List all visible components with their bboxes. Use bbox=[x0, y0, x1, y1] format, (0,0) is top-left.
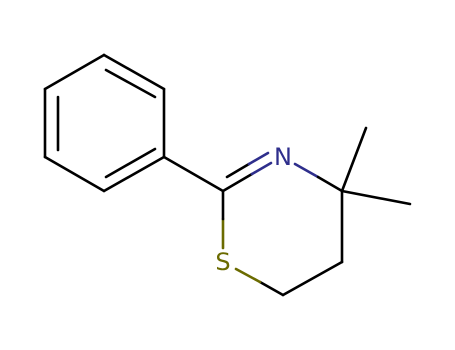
atom-label-sulfur: S bbox=[215, 248, 230, 276]
bond-c6-s-black bbox=[258, 280, 285, 297]
bond-c1-c2-inner bbox=[104, 68, 157, 99]
bond-n-c4-blue bbox=[293, 162, 320, 179]
bond-c3-c4 bbox=[102, 155, 166, 193]
double-bond-c2-n bbox=[221, 151, 273, 193]
bond-c4-methyl-2 bbox=[340, 189, 412, 206]
bond-c1-c2 bbox=[102, 53, 166, 91]
bond-c6-c1 bbox=[43, 53, 106, 91]
bond-c4-c5 bbox=[43, 155, 106, 193]
bond-c4-methyl-1 bbox=[340, 126, 368, 193]
bond-c2-n-inner-blue bbox=[247, 151, 270, 166]
bond-c5-c6-ring bbox=[281, 260, 344, 297]
atom-label-nitrogen: N bbox=[274, 143, 292, 171]
bond-c3-c4-inner bbox=[104, 147, 157, 179]
benzene-ring bbox=[43, 53, 166, 193]
bond-c2-n-blue bbox=[250, 161, 273, 176]
bond-c2-n-inner-black bbox=[225, 162, 251, 179]
bond-phenyl-c2 bbox=[162, 155, 225, 193]
bond-c2-n-black bbox=[221, 172, 254, 193]
bond-n-c4-black bbox=[316, 175, 344, 193]
bond-c6-s-olive bbox=[234, 267, 262, 284]
